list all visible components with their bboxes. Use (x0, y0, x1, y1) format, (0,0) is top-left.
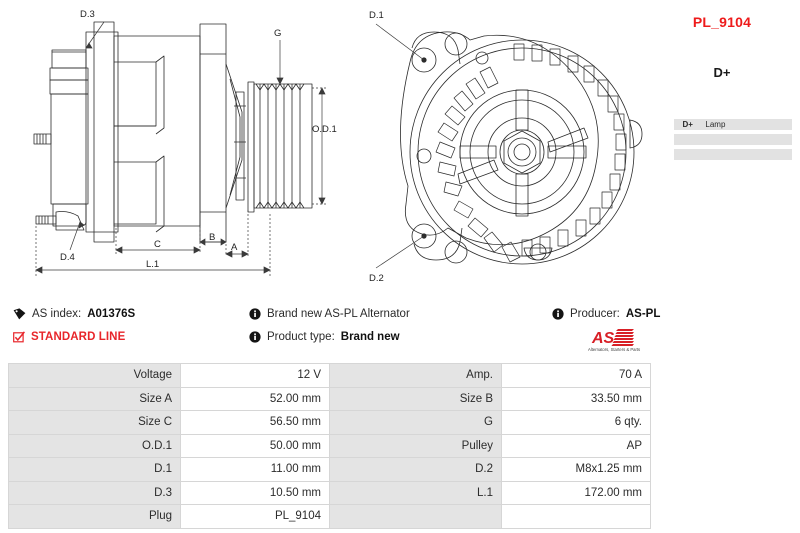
pin-function (701, 149, 792, 160)
product-info-bar: AS index: A01376S STANDARD LINE Brand ne… (0, 300, 800, 358)
info-icon (249, 331, 261, 343)
info-icon (249, 308, 261, 320)
spec-value: AP (501, 433, 651, 458)
spec-value: 6 qty. (501, 410, 651, 435)
table-row: Voltage 12 V Amp. 70 A (8, 363, 651, 388)
spec-value: 172.00 mm (501, 480, 651, 505)
dim-label-d2: D.2 (369, 273, 384, 284)
pin-id (674, 149, 702, 160)
spec-value: 11.00 mm (180, 457, 330, 482)
checkbox-checked-icon (13, 331, 25, 343)
spec-label: Plug (8, 504, 181, 529)
producer-row: Producer: AS-PL (552, 308, 660, 320)
spec-label: Size C (8, 410, 181, 435)
table-row (674, 149, 792, 160)
pin-id: D+ (674, 119, 702, 130)
part-number: PL_9104 (692, 14, 752, 30)
spec-value-empty (501, 504, 651, 529)
spec-value: M8x1.25 mm (501, 457, 651, 482)
product-type-row: Product type: Brand new (249, 331, 400, 343)
pin-function: Lamp (701, 119, 792, 130)
table-row (674, 134, 792, 145)
spec-value: 12 V (180, 363, 330, 388)
spec-label: Size A (8, 386, 181, 411)
pin-function (701, 134, 792, 145)
spec-value: 52.00 mm (180, 386, 330, 411)
table-row: Size C 56.50 mm G 6 qty. (8, 410, 651, 435)
product-type-value: Brand new (340, 331, 400, 343)
spec-value: 56.50 mm (180, 410, 330, 435)
as-pl-logo: AS Alternators, Starters & Parts (578, 327, 674, 353)
producer-value: AS-PL (625, 308, 661, 320)
spec-label: D.1 (8, 457, 181, 482)
dim-label-c: C (154, 239, 161, 250)
table-row: O.D.1 50.00 mm Pulley AP (8, 433, 651, 458)
specifications-table: Voltage 12 V Amp. 70 A Size A 52.00 mm S… (8, 363, 651, 529)
dim-label-a: A (231, 242, 238, 253)
spec-label: O.D.1 (8, 433, 181, 458)
tag-icon (13, 308, 26, 320)
dim-label-d3: D.3 (80, 9, 95, 20)
spec-label: L.1 (329, 480, 502, 505)
dim-label-b: B (209, 232, 215, 243)
spec-label: Size B (329, 386, 502, 411)
standard-line-badge: STANDARD LINE (13, 331, 125, 343)
table-row: D.1 11.00 mm D.2 M8x1.25 mm (8, 457, 651, 482)
product-type-label: Product type: (267, 331, 335, 343)
table-row: D.3 10.50 mm L.1 172.00 mm (8, 480, 651, 505)
spec-label: Voltage (8, 363, 181, 388)
as-index-value: A01376S (87, 308, 136, 320)
product-description-row: Brand new AS-PL Alternator (249, 308, 410, 320)
spec-value: 10.50 mm (180, 480, 330, 505)
spec-label: Amp. (329, 363, 502, 388)
spec-value: 50.00 mm (180, 433, 330, 458)
alternator-side-view: D.3 D.4 G O.D.1 C (8, 4, 338, 294)
spec-value: PL_9104 (180, 504, 330, 529)
table-row: Size A 52.00 mm Size B 33.50 mm (8, 386, 651, 411)
pin-id (674, 134, 702, 145)
technical-drawings: D.3 D.4 G O.D.1 C (8, 4, 652, 294)
spec-label: D.2 (329, 457, 502, 482)
product-description: Brand new AS-PL Alternator (267, 308, 410, 320)
as-index-label: AS index: (32, 308, 82, 320)
standard-line-label: STANDARD LINE (31, 331, 126, 343)
table-row: Plug PL_9104 (8, 504, 651, 529)
spec-label-empty (329, 504, 502, 529)
producer-label: Producer: (570, 308, 620, 320)
plug-title: D+ (713, 65, 731, 80)
dim-label-d1: D.1 (369, 10, 384, 21)
spec-label: D.3 (8, 480, 181, 505)
spec-label: Pulley (329, 433, 502, 458)
info-icon (552, 308, 564, 320)
dim-label-od1: O.D.1 (312, 124, 337, 135)
table-row: D+ Lamp (674, 119, 792, 130)
plug-pin-table: D+ Lamp (674, 115, 792, 164)
plug-panel: PL_9104 D+ D+ Lamp (660, 0, 800, 296)
dim-label-l1: L.1 (146, 259, 159, 270)
brand-tagline: Alternators, Starters & Parts (588, 347, 640, 352)
dim-label-g: G (274, 28, 281, 39)
as-index-row: AS index: A01376S (13, 308, 135, 320)
spec-label: G (329, 410, 502, 435)
dim-label-d4: D.4 (60, 252, 75, 263)
brand-wordmark: AS (591, 330, 615, 347)
spec-value: 70 A (501, 363, 651, 388)
alternator-front-view: D.1 D.2 (352, 4, 652, 294)
spec-value: 33.50 mm (501, 386, 651, 411)
